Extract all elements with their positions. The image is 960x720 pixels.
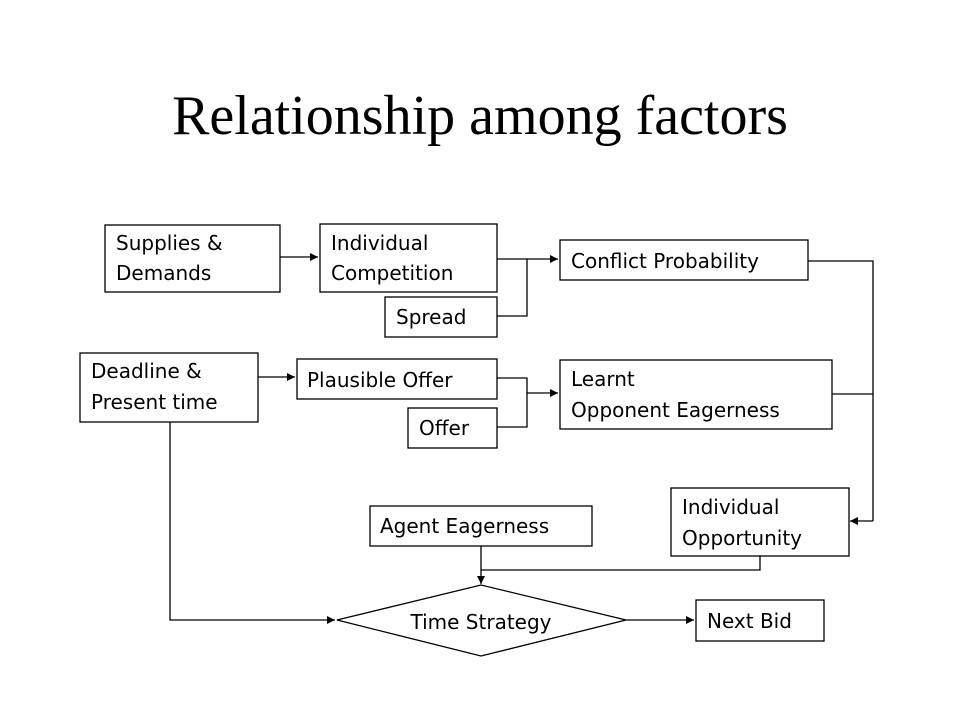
node-individual-opportunity-line-1: Individual bbox=[682, 495, 779, 519]
edge-plausible-offer-merge bbox=[497, 377, 528, 428]
node-deadline-present-time-line-2: Present time bbox=[91, 390, 218, 414]
node-individual-competition-line-1: Individual bbox=[331, 231, 428, 255]
node-supplies-demands-line-1: Supplies & bbox=[116, 231, 223, 255]
edge-conflict-eagerness-merge bbox=[808, 260, 874, 521]
node-agent-eagerness-label: Agent Eagerness bbox=[380, 514, 549, 538]
node-next-bid-label: Next Bid bbox=[707, 609, 792, 633]
node-offer-label: Offer bbox=[419, 416, 470, 440]
node-individual-competition: Individual Competition bbox=[319, 223, 498, 293]
edge-opportunity-to-time-strategy bbox=[481, 556, 761, 571]
node-individual-competition-line-2: Competition bbox=[331, 261, 453, 285]
node-learnt-opponent-eagerness-line-2: Opponent Eagerness bbox=[571, 398, 780, 422]
node-plausible-offer-label: Plausible Offer bbox=[307, 368, 453, 392]
node-time-strategy: Time Strategy bbox=[336, 584, 627, 657]
connectors bbox=[169, 253, 874, 624]
edge-deadline-to-time-strategy bbox=[169, 422, 335, 624]
node-offer: Offer bbox=[407, 407, 498, 449]
edge-competition-spread-merge bbox=[497, 258, 528, 317]
node-individual-opportunity-line-2: Opportunity bbox=[682, 526, 802, 550]
node-time-strategy-label: Time Strategy bbox=[410, 610, 552, 634]
node-deadline-present-time-line-1: Deadline & bbox=[91, 359, 202, 383]
node-agent-eagerness: Agent Eagerness bbox=[369, 505, 593, 547]
node-conflict-probability: Conflict Probability bbox=[559, 239, 809, 281]
slide-title: Relationship among factors bbox=[172, 85, 788, 147]
node-deadline-present-time: Deadline & Present time bbox=[79, 352, 259, 423]
node-individual-opportunity: Individual Opportunity bbox=[670, 487, 850, 557]
node-learnt-opponent-eagerness: Learnt Opponent Eagerness bbox=[559, 359, 833, 430]
node-spread-label: Spread bbox=[396, 305, 466, 329]
node-next-bid: Next Bid bbox=[695, 599, 825, 642]
node-learnt-opponent-eagerness-line-1: Learnt bbox=[571, 367, 635, 391]
node-spread: Spread bbox=[384, 296, 498, 338]
node-plausible-offer: Plausible Offer bbox=[296, 358, 498, 400]
node-supplies-demands: Supplies & Demands bbox=[104, 224, 281, 293]
node-supplies-demands-line-2: Demands bbox=[116, 261, 211, 285]
node-conflict-probability-label: Conflict Probability bbox=[571, 249, 759, 273]
